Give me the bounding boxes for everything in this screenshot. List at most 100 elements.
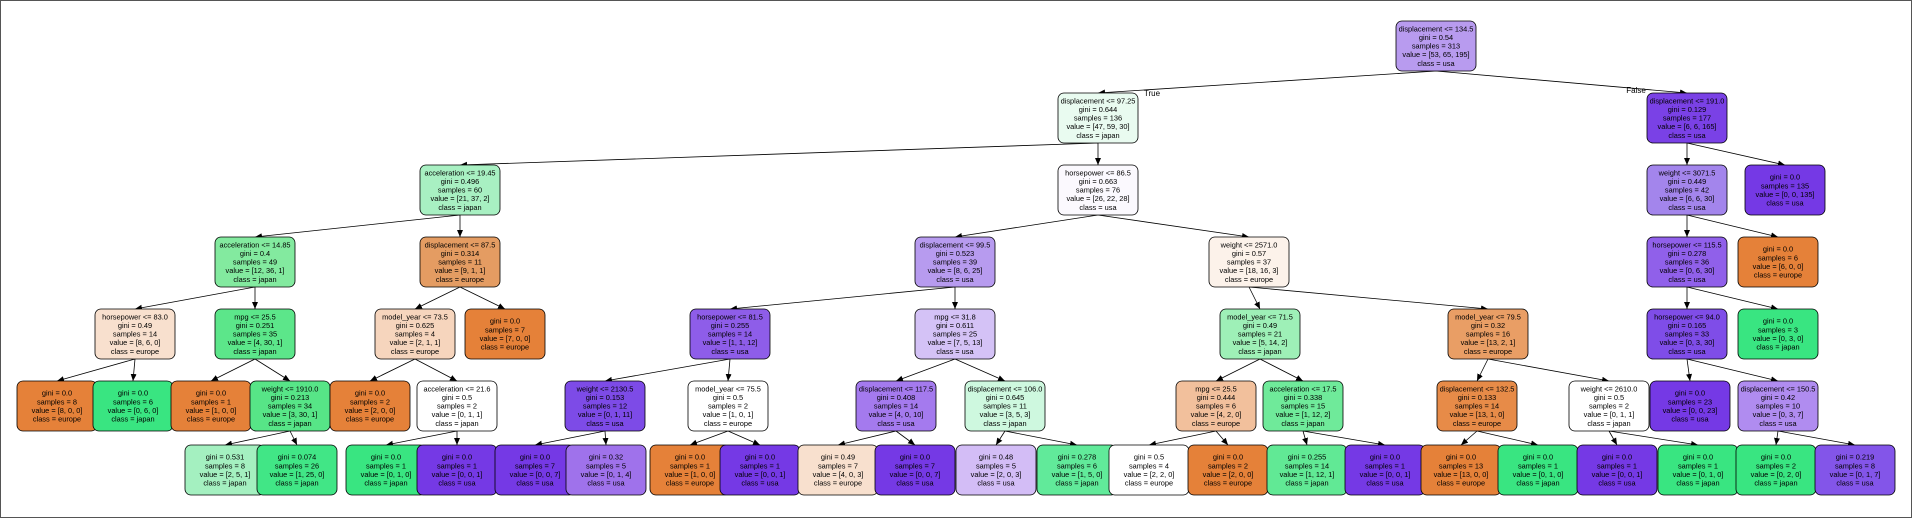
node-text-line: value = [0, 3, 7] bbox=[1753, 410, 1804, 419]
node-box bbox=[874, 444, 956, 496]
node-box bbox=[1395, 20, 1477, 72]
node-box bbox=[689, 308, 771, 360]
node-text-line: mpg <= 25.5 bbox=[1195, 384, 1237, 393]
edge-label-false: False bbox=[1626, 86, 1646, 95]
node-text-line: gini = 0.48 bbox=[979, 453, 1013, 462]
node-text-line: value = [0, 1, 1] bbox=[1584, 410, 1635, 419]
node-text-line: class = japan bbox=[1055, 478, 1098, 487]
node-text-line: acceleration <= 17.5 bbox=[1270, 384, 1337, 393]
edge-n36-n58 bbox=[1608, 430, 1699, 447]
node-text-line: gini = 0.408 bbox=[877, 393, 915, 402]
node-text-line: value = [7, 5, 13] bbox=[928, 338, 983, 347]
edge-n30-n46 bbox=[727, 430, 761, 446]
edge-n15-n28 bbox=[414, 358, 458, 382]
node-box bbox=[1646, 236, 1728, 288]
node-text-line: gini = 0.0 bbox=[1761, 453, 1791, 462]
node-text-line: weight <= 2130.5 bbox=[576, 384, 634, 393]
node-box bbox=[855, 380, 937, 432]
node-text-line: gini = 0.4 bbox=[240, 249, 270, 258]
node-text-line: class = usa bbox=[1668, 203, 1706, 212]
node-text-line: value = [2, 0, 0] bbox=[345, 406, 396, 415]
node-text-line: samples = 8 bbox=[37, 397, 77, 406]
node-text-line: samples = 7 bbox=[485, 325, 525, 334]
node-text-line: value = [4, 0, 3] bbox=[813, 470, 864, 479]
node-text-line: class = europe bbox=[1754, 270, 1802, 279]
edge-n17-n30 bbox=[725, 358, 732, 382]
node-text-line: gini = 0.531 bbox=[206, 453, 244, 462]
node-text-line: samples = 1 bbox=[191, 397, 231, 406]
edge-n14-n26 bbox=[254, 358, 291, 382]
node-text-line: gini = 0.32 bbox=[589, 453, 623, 462]
node-text-line: class = europe bbox=[33, 414, 81, 423]
node-box bbox=[1208, 236, 1290, 288]
node-box bbox=[1737, 236, 1819, 288]
edge-n14-n25 bbox=[210, 358, 256, 382]
node-text-line: samples = 21 bbox=[1238, 330, 1282, 339]
edge-n18-n32 bbox=[954, 358, 1006, 382]
node-text-line: displacement <= 99.5 bbox=[920, 240, 991, 249]
node-text-line: class = japan bbox=[1754, 478, 1797, 487]
node-text-line: class = europe bbox=[1204, 478, 1252, 487]
node-text-line: class = japan bbox=[1076, 131, 1119, 140]
node-box bbox=[1814, 444, 1896, 496]
node-text-line: samples = 1 bbox=[1518, 461, 1558, 470]
node-box bbox=[1057, 92, 1139, 144]
node-text-line: displacement <= 117.5 bbox=[859, 384, 933, 393]
node-text-line: samples = 2 bbox=[1208, 461, 1248, 470]
node-text-line: value = [0, 0, 1] bbox=[1360, 470, 1411, 479]
node-text-line: samples = 313 bbox=[1412, 42, 1460, 51]
node-text-line: samples = 76 bbox=[1076, 186, 1120, 195]
node-text-line: class = europe bbox=[1225, 275, 1273, 284]
node-text-line: samples = 34 bbox=[268, 402, 312, 411]
node-text-line: gini = 0.0 bbox=[1675, 389, 1705, 398]
node-text-line: class = europe bbox=[1453, 419, 1501, 428]
node-text-line: gini = 0.219 bbox=[1836, 453, 1874, 462]
edge-n31-n48 bbox=[895, 430, 916, 446]
node-box bbox=[1447, 308, 1529, 360]
edge-n3-n7 bbox=[254, 214, 461, 240]
node-text-line: gini = 0.49 bbox=[1243, 321, 1277, 330]
node-box bbox=[464, 308, 546, 360]
edge-n35-n55 bbox=[1460, 430, 1478, 446]
node-text-line: gini = 0.278 bbox=[1668, 249, 1706, 258]
edge-label-true: True bbox=[1144, 89, 1161, 98]
node-text-line: samples = 6 bbox=[1057, 461, 1097, 470]
node-box bbox=[565, 444, 647, 496]
node-text-line: class = japan bbox=[1285, 478, 1328, 487]
node-text-line: horsepower <= 86.5 bbox=[1065, 168, 1131, 177]
node-text-line: class = usa bbox=[1366, 478, 1404, 487]
node-text-line: class = usa bbox=[1079, 203, 1117, 212]
edge-n9-n17 bbox=[729, 286, 956, 312]
node-text-line: value = [0, 0, 1] bbox=[735, 470, 786, 479]
edge-n38-n60 bbox=[1777, 430, 1856, 447]
edge-n21-n38 bbox=[1686, 358, 1779, 383]
edge-n35-n56 bbox=[1476, 430, 1539, 447]
node-text-line: gini = 0.0 bbox=[900, 453, 930, 462]
edge-n5-n12 bbox=[1686, 214, 1779, 239]
node-text-line: weight <= 1910.0 bbox=[261, 384, 319, 393]
node-text-line: gini = 0.0 bbox=[371, 453, 401, 462]
node-text-line: class = europe bbox=[187, 414, 235, 423]
node-text-line: class = europe bbox=[481, 342, 529, 351]
node-text-line: class = japan bbox=[1756, 342, 1799, 351]
node-text-line: value = [7, 0, 0] bbox=[480, 334, 531, 343]
edge-n11-n22 bbox=[1686, 286, 1779, 311]
node-text-line: gini = 0.5 bbox=[1134, 453, 1164, 462]
node-text-line: samples = 14 bbox=[1455, 402, 1499, 411]
node-text-line: samples = 177 bbox=[1663, 114, 1711, 123]
node-text-line: horsepower <= 81.5 bbox=[697, 312, 763, 321]
